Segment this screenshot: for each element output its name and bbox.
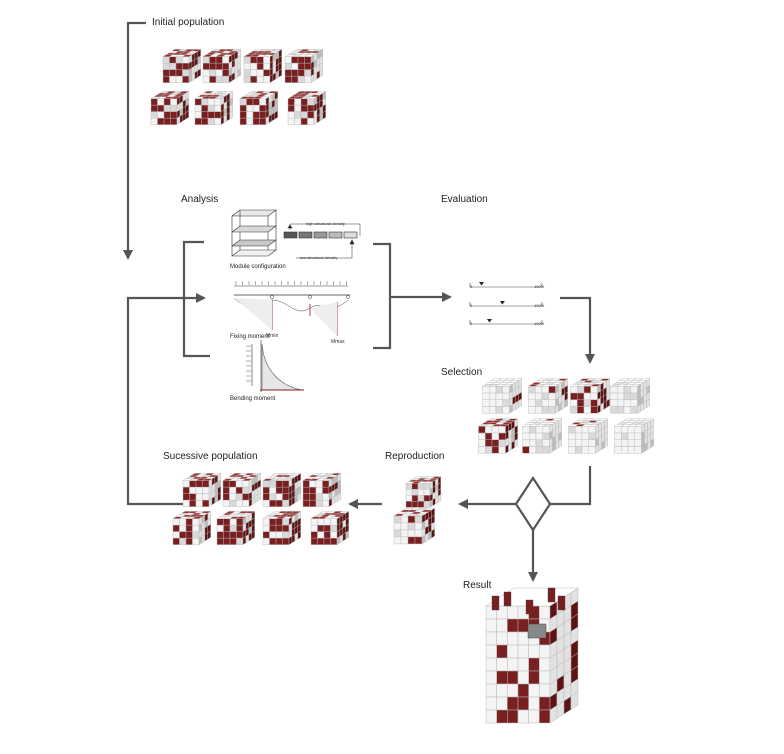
- successive-cube-4: [302, 472, 342, 508]
- selection-cube-5: [477, 418, 519, 454]
- initial-cube-6: [194, 91, 234, 125]
- module-configuration-label: Module configuration: [230, 264, 286, 270]
- selection-cube-6: [521, 418, 563, 454]
- m-max-label: Mmax: [331, 339, 345, 345]
- initial-cube-2: [202, 49, 242, 83]
- selection-label: Selection: [441, 367, 483, 378]
- selection-cube-2: [527, 378, 569, 414]
- reproduction-cube-2: [393, 507, 436, 545]
- bending-moment-label: Bending moment: [230, 396, 276, 402]
- reproduction-label: Reproduction: [385, 451, 445, 462]
- initial-cube-5: [150, 91, 190, 125]
- successive-cube-5: [172, 510, 212, 546]
- high-density-label: high structural density: [306, 221, 345, 226]
- scale-1-max: 100%: [534, 284, 545, 289]
- selection-cube-8: [613, 418, 655, 454]
- successive-cube-2: [222, 472, 262, 508]
- density-swatches: [283, 231, 358, 239]
- scale-2-max: 100%: [534, 303, 545, 308]
- selection-cube-7: [567, 418, 609, 454]
- successive-population-label: Sucessive population: [163, 451, 258, 462]
- low-density-label: low structural density: [300, 255, 338, 260]
- arrow-initial-to-analysis: [123, 21, 146, 260]
- initial-population-label: Initial population: [152, 17, 225, 28]
- successive-cube-6: [216, 510, 256, 546]
- decision-diamond: [514, 475, 552, 533]
- arrow-evaluation-to-selection: [560, 296, 595, 364]
- scale-2-min: 0: [470, 303, 473, 308]
- successive-cube-8: [310, 510, 350, 546]
- bending-moment-figure: [246, 340, 304, 392]
- flow-arrows: [123, 21, 595, 582]
- reproduction-cube-1: [405, 476, 442, 508]
- evaluation-scale-1: [469, 283, 543, 288]
- evaluation-marker-2: [499, 301, 505, 305]
- fixing-moment-label: Fixing moment: [230, 334, 270, 340]
- cube-layer: [150, 49, 655, 724]
- successive-cube-7: [262, 510, 302, 546]
- selection-cube-4: [609, 378, 651, 414]
- initial-cube-3: [243, 49, 283, 84]
- fixing-moment-figure: [233, 281, 350, 336]
- scale-3-min: 0: [470, 321, 473, 326]
- evaluation-label: Evaluation: [441, 194, 488, 205]
- analysis-label: Analysis: [181, 194, 219, 205]
- arrow-loop-back: [126, 293, 206, 506]
- evaluation-scale-3: [469, 320, 543, 325]
- initial-cube-7: [239, 91, 279, 126]
- analysis-merge: [373, 242, 392, 350]
- module-configuration-figure: [231, 209, 361, 259]
- initial-cube-1: [162, 49, 202, 83]
- m-min-label: Mmin: [266, 333, 279, 339]
- successive-cube-1: [182, 472, 222, 508]
- result-label: Result: [463, 580, 492, 591]
- selection-cube-3: [569, 378, 611, 414]
- arrow-selection-to-decision: [550, 466, 592, 506]
- scale-1-min: 0: [470, 284, 473, 289]
- successive-cube-3: [262, 472, 302, 508]
- analysis-fork: [182, 240, 210, 358]
- initial-cube-8: [287, 91, 327, 126]
- evaluation-marker-1: [479, 282, 485, 286]
- scale-3-max: 100%: [534, 321, 545, 326]
- selection-cube-1: [481, 378, 523, 414]
- initial-cube-4: [284, 49, 324, 84]
- evaluation-scale-2: [469, 302, 543, 307]
- result-tower: [485, 587, 579, 724]
- evaluation-marker-3: [486, 319, 492, 323]
- evaluation-scales: [469, 282, 543, 325]
